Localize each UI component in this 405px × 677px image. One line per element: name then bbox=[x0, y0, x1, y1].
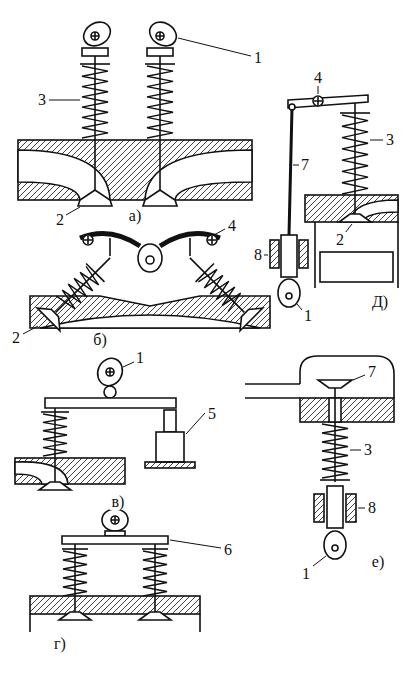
valve-spring bbox=[198, 266, 243, 311]
callout-label: 3 bbox=[362, 442, 374, 458]
spring-coil bbox=[82, 66, 108, 138]
finger-follower bbox=[15, 354, 195, 490]
spring-coil bbox=[342, 115, 368, 194]
pushrod-ohv bbox=[270, 95, 398, 307]
spring-coil bbox=[147, 66, 173, 138]
callout-label: 6 bbox=[222, 542, 234, 558]
overhead-cam-direct bbox=[18, 17, 252, 206]
callout-label: 8 bbox=[366, 500, 378, 516]
callout-label: г) bbox=[52, 636, 68, 652]
spring-coil bbox=[198, 266, 243, 311]
callout-label: 4 bbox=[226, 218, 238, 234]
callout-label: е) bbox=[370, 554, 386, 570]
callout-label: а) bbox=[127, 208, 143, 224]
callout-label: 1 bbox=[302, 308, 314, 324]
overhead-cam-rockers bbox=[30, 234, 270, 331]
spring-coil bbox=[56, 266, 101, 311]
spring-coil bbox=[322, 424, 348, 478]
valve-spring bbox=[43, 414, 67, 456]
callout-label: 8 bbox=[252, 247, 264, 263]
spring-coil bbox=[143, 551, 167, 596]
spring-coil bbox=[43, 414, 67, 456]
bridge-two-valves bbox=[30, 509, 200, 632]
side-valve bbox=[245, 356, 394, 559]
valve-spring bbox=[342, 115, 368, 194]
callout-label: 5 bbox=[206, 406, 218, 422]
valve-spring bbox=[322, 424, 348, 478]
callout-label: 4 bbox=[312, 70, 324, 86]
valve-spring bbox=[147, 66, 173, 138]
callout-label: 3 bbox=[384, 132, 396, 148]
callout-label: 3 bbox=[36, 92, 48, 108]
callout-label: 7 bbox=[366, 364, 378, 380]
callout-label: 1 bbox=[252, 50, 264, 66]
callout-label: 1 bbox=[300, 566, 312, 582]
callout-label: 2 bbox=[54, 212, 66, 228]
callout-label: 7 bbox=[299, 157, 311, 173]
callout-label: 2 bbox=[334, 232, 346, 248]
valve-spring bbox=[63, 551, 87, 596]
valve-spring bbox=[143, 551, 167, 596]
callout-label: 1 bbox=[134, 350, 146, 366]
leader-lines bbox=[23, 38, 383, 566]
callout-label: б) bbox=[91, 332, 108, 348]
valve-spring bbox=[82, 66, 108, 138]
callout-label: в) bbox=[110, 494, 127, 510]
callout-label: Д) bbox=[370, 294, 390, 310]
valve-spring bbox=[56, 266, 101, 311]
callout-label: 2 bbox=[10, 330, 22, 346]
spring-coil bbox=[63, 551, 87, 596]
